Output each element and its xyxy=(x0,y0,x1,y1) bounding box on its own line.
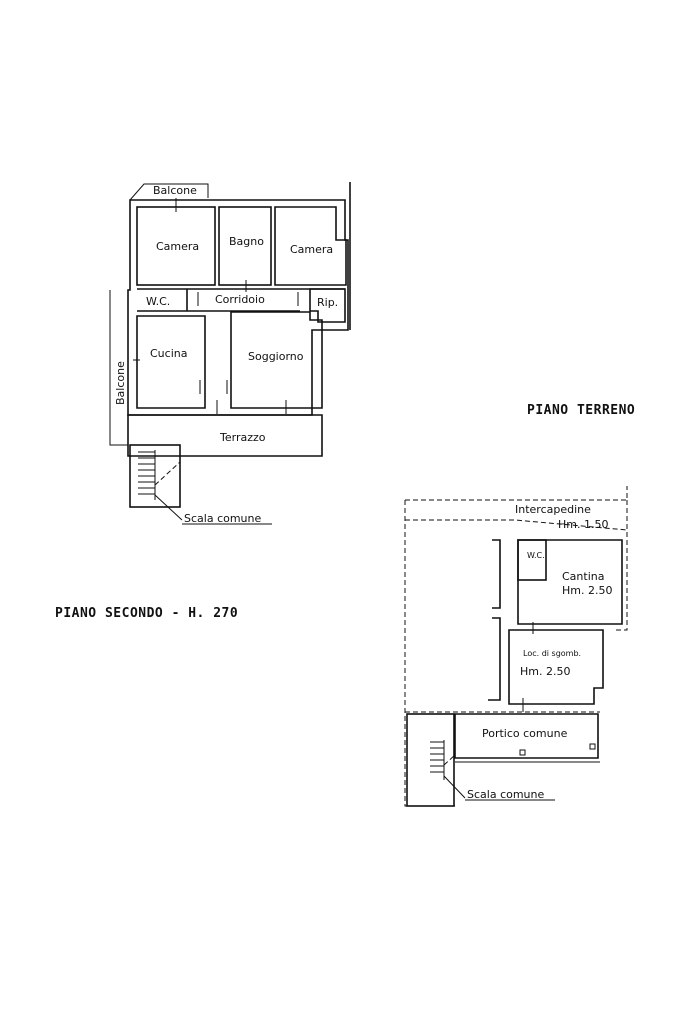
stair-treads xyxy=(138,450,183,521)
ground-floor-title: PIANO TERRENO xyxy=(527,403,635,418)
second-floor-outer-wall xyxy=(127,199,349,416)
sgombero-room xyxy=(508,629,604,705)
camera-left-label: Camera xyxy=(156,240,199,253)
portico-label: Portico comune xyxy=(482,727,568,740)
portico-area xyxy=(454,713,599,759)
cantina-left-bracket xyxy=(492,539,501,609)
camera-right-label: Camera xyxy=(290,243,333,256)
cantina-height: Hm. 2.50 xyxy=(562,584,612,597)
ground-door-ticks xyxy=(519,622,596,756)
intercapedine-dash xyxy=(405,519,628,531)
cucina-room xyxy=(136,315,206,409)
balcone-side-label: Balcone xyxy=(114,361,127,405)
cucina-label: Cucina xyxy=(150,347,187,360)
scala-comune-label: Scala comune xyxy=(184,512,262,525)
door-ticks xyxy=(133,198,299,414)
balcone-top-label: Balcone xyxy=(153,184,197,197)
rip-label: Rip. xyxy=(317,296,338,309)
second-floor-plan: Balcone Camera Bagno Camera W.C. Corrido… xyxy=(109,182,351,525)
second-floor-title: PIANO SECONDO - H. 270 xyxy=(55,606,238,621)
ground-scala-box xyxy=(406,713,455,807)
ground-scala-label: Scala comune xyxy=(467,788,545,801)
bagno-label: Bagno xyxy=(229,235,264,248)
intercapedine-height: Hm. 1.50 xyxy=(558,518,608,531)
balcone-side-outline xyxy=(109,290,128,446)
rip-room xyxy=(309,288,346,323)
camera-right-room xyxy=(274,206,347,286)
sgombero-left-bracket xyxy=(488,617,501,701)
wc-ground-room xyxy=(517,539,547,581)
terrazzo-label: Terrazzo xyxy=(219,431,266,444)
soggiorno-label: Soggiorno xyxy=(248,350,304,363)
balcone-top-outline xyxy=(129,183,209,201)
ground-floor-top-dash xyxy=(405,486,628,501)
scala-comune-box xyxy=(129,444,181,508)
cantina-room xyxy=(517,539,623,625)
cantina-label: Cantina xyxy=(562,570,604,583)
ground-floor-plan: Intercapedine Hm. 1.50 W.C. Cantina Hm. … xyxy=(404,486,628,807)
soggiorno-room xyxy=(230,311,323,409)
corridoio-label: Corridoio xyxy=(215,293,265,306)
bagno-room xyxy=(218,206,272,286)
wc-ground-label: W.C. xyxy=(527,551,545,560)
sgombero-label: Loc. di sgomb. xyxy=(523,649,581,658)
wc-label: W.C. xyxy=(146,295,170,308)
intercapedine-label: Intercapedine xyxy=(515,503,591,516)
ground-stair-treads xyxy=(430,740,466,799)
ground-right-dash xyxy=(615,500,628,631)
sgombero-height: Hm. 2.50 xyxy=(520,665,570,678)
